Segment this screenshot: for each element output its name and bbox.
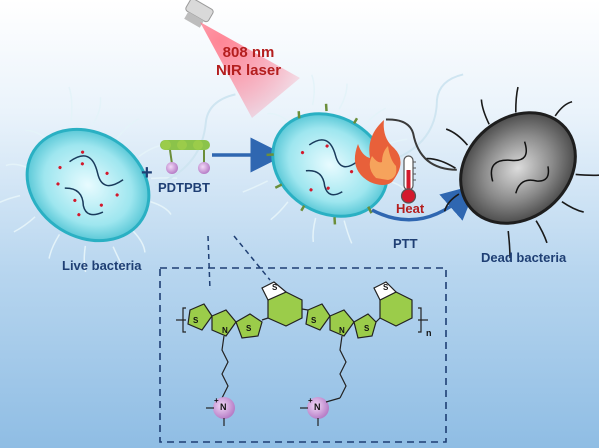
heat-label: Heat [396, 201, 425, 216]
atom-s-3: S [272, 283, 278, 292]
laser-beam [200, 22, 300, 118]
flame-icon [354, 120, 401, 185]
pdtpbt-icon [160, 140, 210, 174]
chemical-structure [176, 281, 428, 426]
structure-box [159, 267, 447, 443]
atom-s-6: S [383, 283, 389, 292]
ptt-arrow [371, 184, 478, 222]
atom-s-5: S [364, 324, 370, 333]
ammonium-charge-1: + [214, 396, 219, 405]
atom-s-4: S [311, 316, 317, 325]
connector-line [207, 235, 211, 291]
atom-s-1: S [193, 316, 199, 325]
connector-line-right [233, 235, 271, 281]
atom-n-2: N [339, 326, 345, 335]
laser-label: 808 nm NIR laser [216, 44, 281, 80]
dead-bacterium [385, 86, 599, 259]
laser-wavelength: 808 nm [222, 44, 275, 61]
repeat-subscript: n [426, 328, 432, 338]
plus-sign: + [141, 162, 153, 184]
treated-bacterium [242, 73, 464, 244]
ammonium-n-2: N [314, 402, 321, 412]
ptt-label: PTT [393, 236, 418, 251]
thermometer-icon [400, 155, 417, 204]
ammonium-charge-2: + [308, 396, 313, 405]
atom-s-2: S [246, 324, 252, 333]
live-bacteria-label: Live bacteria [62, 258, 142, 273]
laser-name: NIR laser [216, 62, 282, 79]
live-bacterium [0, 86, 236, 273]
laser-device [184, 0, 214, 28]
dead-bacteria-label: Dead bacteria [481, 250, 567, 265]
ammonium-n-1: N [220, 402, 227, 412]
atom-n-1: N [222, 326, 228, 335]
pdtpbt-label: PDTPBT [158, 180, 210, 195]
